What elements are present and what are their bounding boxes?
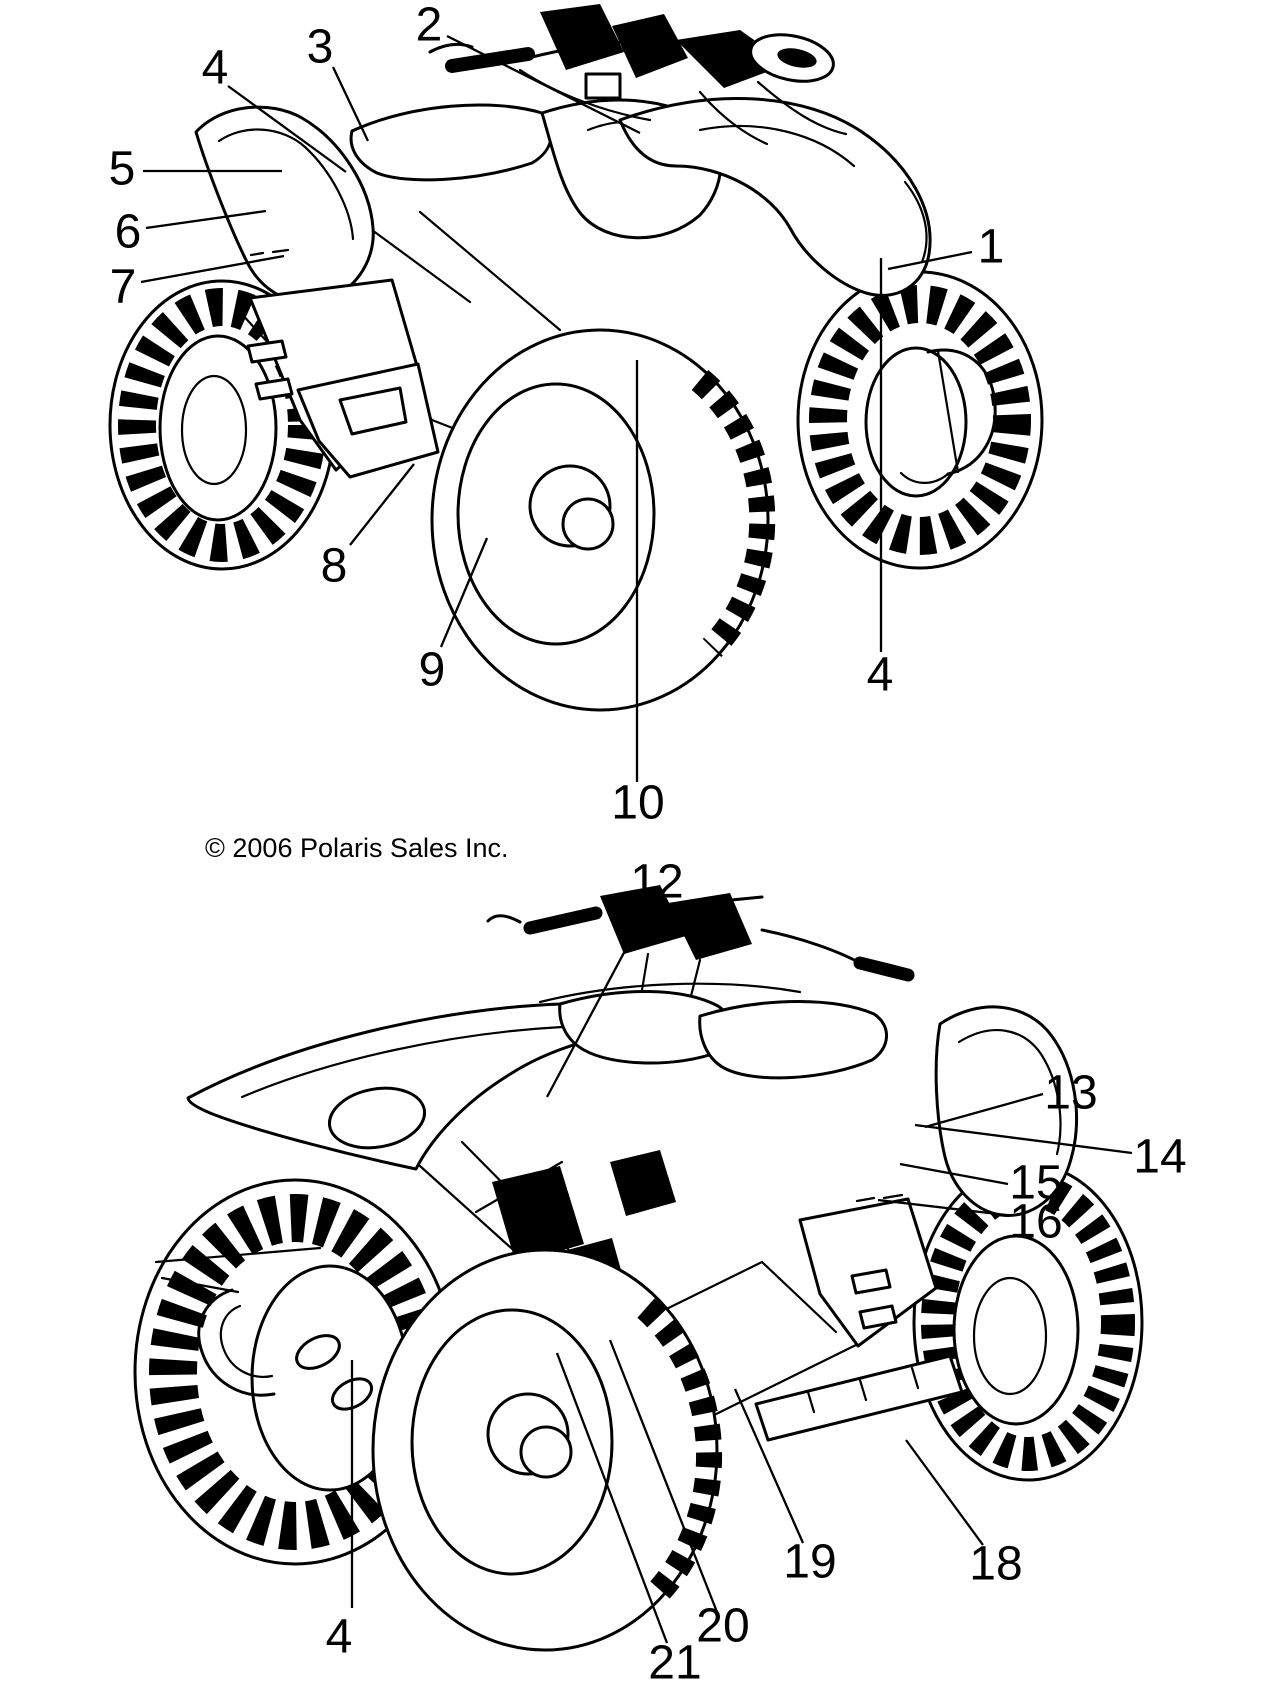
- top-atv-front-bumper: [899, 348, 997, 484]
- bottom-atv-side-panel: [798, 1197, 938, 1348]
- callout-label-bot-16: 16: [1009, 1196, 1062, 1249]
- bottom-atv-center-wheel: [371, 1248, 722, 1652]
- callout-label-top-3: 3: [307, 21, 334, 74]
- bottom-atv-fender-dashes: [855, 1193, 904, 1203]
- callout-leader-top-1: [887, 250, 973, 271]
- right-grip: [853, 956, 915, 982]
- left-grip: [523, 906, 603, 935]
- bottom-atv-footwell: [754, 1354, 964, 1442]
- top-atv-illustration: [108, 4, 1044, 712]
- callout-leader-bot-12: [545, 903, 652, 1098]
- callout-leader-top-3: [331, 66, 370, 142]
- bottom-atv-seat: [698, 1000, 888, 1080]
- callout-label-top-8: 8: [321, 540, 348, 593]
- callout-label-top-1: 1: [978, 221, 1005, 274]
- callout-label-bot-19: 19: [783, 1536, 836, 1589]
- top-atv-seat: [349, 103, 553, 182]
- callout-label-bot-12: 12: [630, 856, 683, 909]
- brake-lever: [486, 914, 522, 924]
- callout-label-bot-20: 20: [696, 1600, 749, 1653]
- top-atv-rear-fender: [194, 105, 375, 305]
- front-rack-lines: [538, 982, 802, 1004]
- callout-label-top-7: 7: [110, 261, 137, 314]
- callout-label-bot-4: 4: [326, 1611, 353, 1664]
- callout-label-bot-21: 21: [648, 1637, 701, 1683]
- top-atv-front-fender: [618, 97, 932, 297]
- top-atv-handlebars: [428, 4, 848, 146]
- top-atv-front-center-wheel: [430, 328, 776, 712]
- callout-label-top-10: 10: [611, 777, 664, 830]
- callout-label-bot-18: 18: [969, 1538, 1022, 1591]
- callout-label-bot-14: 14: [1133, 1131, 1186, 1184]
- callout-label-top-4a: 4: [202, 42, 229, 95]
- callout-label-top-5: 5: [109, 143, 136, 196]
- callout-leader-bot-15: [899, 1162, 1009, 1186]
- callout-leader-bot-14: [914, 1123, 1133, 1155]
- bottom-atv-right-wheel: [912, 1162, 1144, 1482]
- top-atv-footwell-bracket: [296, 362, 440, 479]
- copyright-text: © 2006 Polaris Sales Inc.: [205, 833, 509, 863]
- callout-leader-top-9: [439, 537, 489, 648]
- bottom-atv-handlebars: [486, 885, 915, 1010]
- bottom-atv-rear-fender: [855, 1005, 1078, 1217]
- callout-leader-top-7: [140, 254, 285, 284]
- bottom-atv-illustration: [133, 885, 1144, 1652]
- callout-leader-top-8: [349, 463, 415, 546]
- callout-leader-bot-18: [905, 1439, 984, 1546]
- callout-label-top-9: 9: [419, 644, 446, 697]
- callout-leader-top-4a: [227, 85, 347, 173]
- callout-label-bot-15: 15: [1009, 1157, 1062, 1210]
- callout-leader-top-6: [145, 209, 267, 230]
- callout-leader-bot-20: [608, 1339, 719, 1613]
- left-grip: [445, 47, 535, 73]
- bottom-atv-front-fender: [186, 1002, 652, 1171]
- top-atv-fender-dashes: [249, 248, 290, 257]
- top-atv-front-right-wheel: [796, 270, 1044, 570]
- callout-leader-bot-13: [924, 1092, 1044, 1129]
- callout-label-top-2: 2: [416, 0, 443, 52]
- callout-leader-bot-19: [733, 1388, 805, 1544]
- callout-leader-bot-21: [555, 1352, 669, 1644]
- callout-leader-bot-16: [877, 1198, 1007, 1217]
- callout-label-top-6: 6: [115, 206, 142, 259]
- bottom-atv-grab-bar: [154, 1246, 322, 1397]
- callout-leader-top-2: [446, 34, 641, 135]
- callout-label-bot-13: 13: [1044, 1067, 1097, 1120]
- callout-label-top-4b: 4: [867, 649, 894, 702]
